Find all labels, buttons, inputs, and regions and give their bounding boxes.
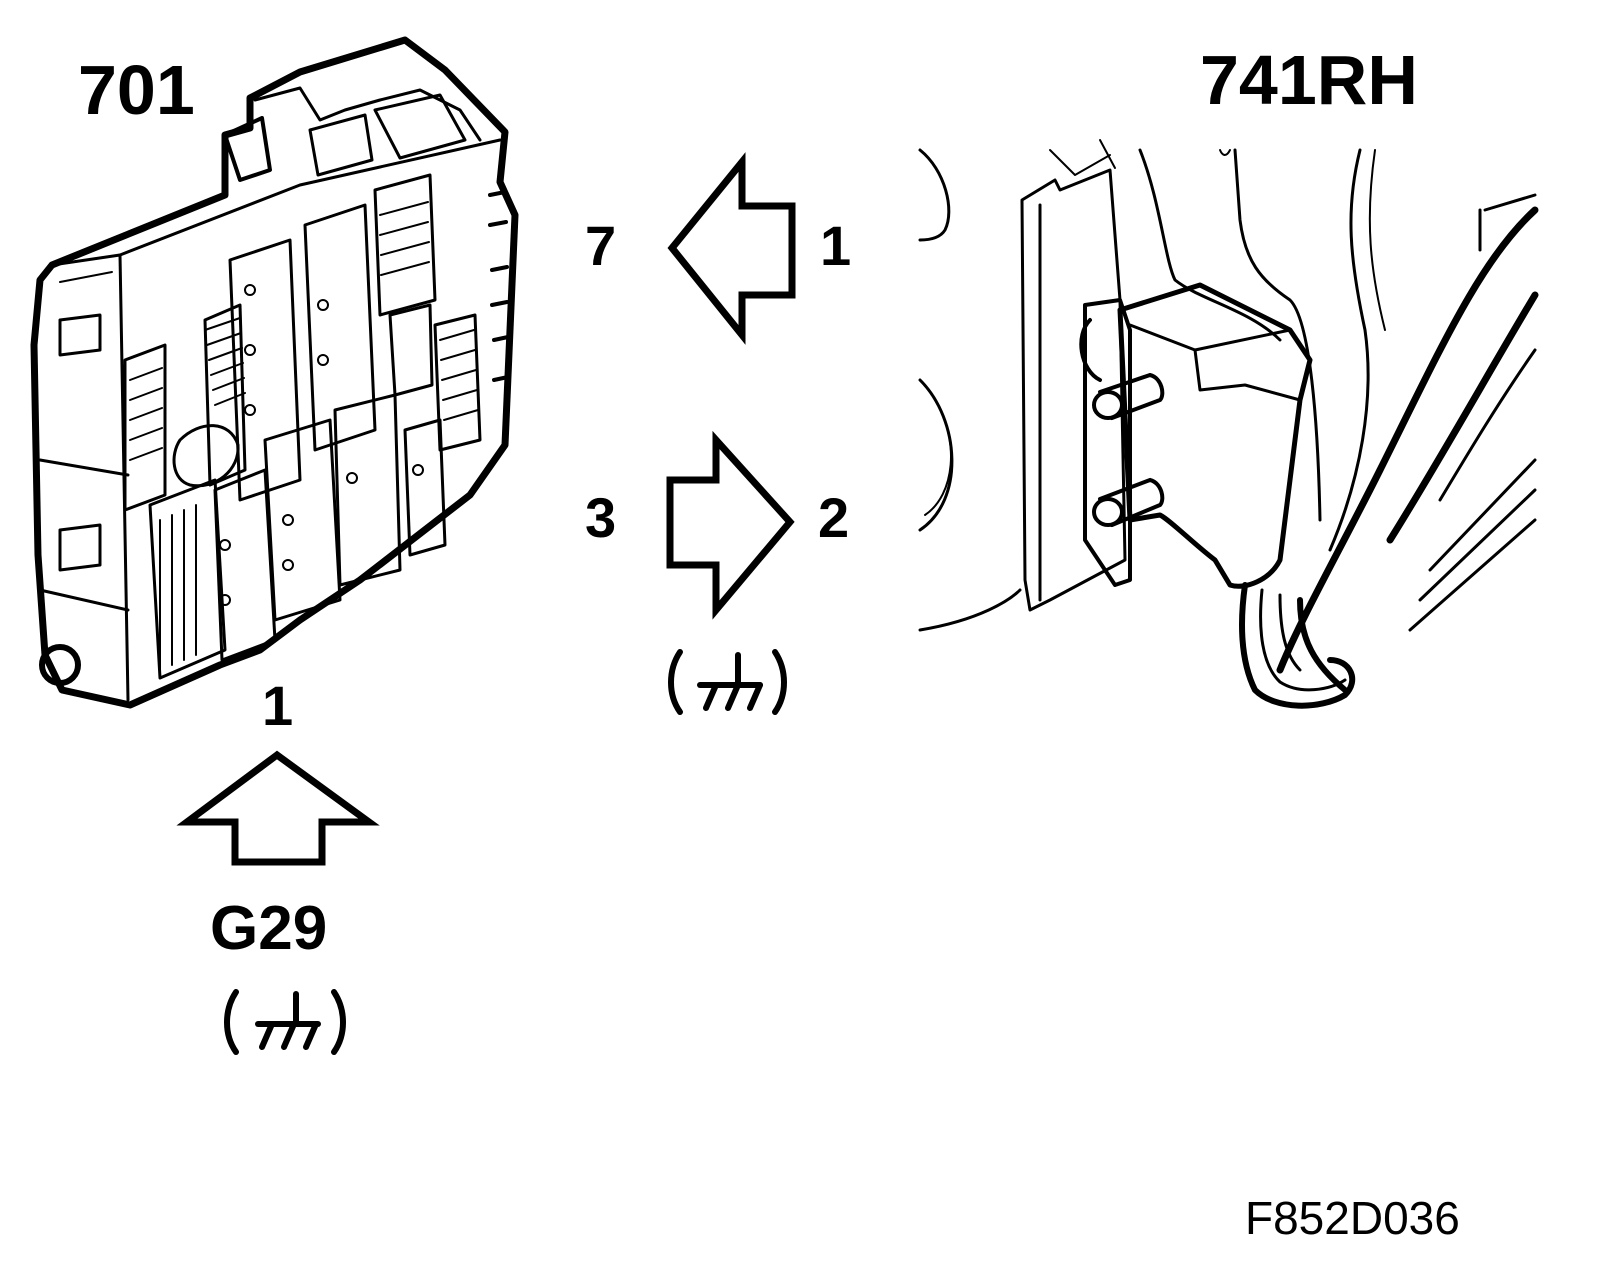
control-module-701-illustration (30, 36, 519, 709)
arrow-left-icon (667, 152, 796, 345)
pin-module-upper: 7 (585, 214, 617, 277)
connector-label: 741RH (1200, 41, 1418, 119)
pin-connector-lower: 2 (818, 486, 850, 549)
figure-code: F852D036 (1245, 1192, 1460, 1244)
pin-module-lower: 3 (585, 486, 617, 549)
pin-module-ground: 1 (262, 674, 294, 737)
arrow-up-icon (176, 750, 380, 866)
arrow-right-icon (666, 430, 795, 620)
connector-741rh-illustration (918, 139, 1539, 709)
ground-point-label: G29 (210, 894, 328, 963)
pin-connector-upper: 1 (820, 214, 852, 277)
ground-symbol-icon (668, 649, 787, 715)
module-label: 701 (78, 51, 195, 129)
ground-symbol-icon (224, 989, 346, 1055)
